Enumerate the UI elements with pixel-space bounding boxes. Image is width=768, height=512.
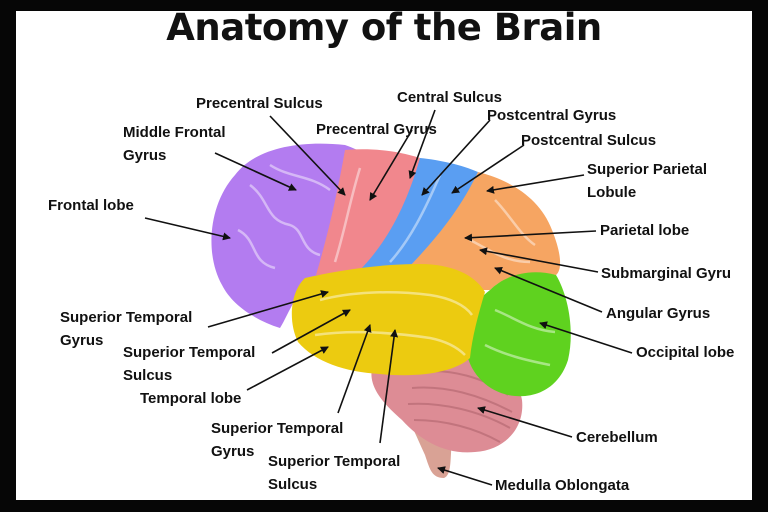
leader-superior-temporal-gyrus-1 bbox=[207, 290, 329, 328]
gyral-folds bbox=[237, 163, 556, 367]
frontal-lobe-region bbox=[211, 143, 378, 328]
leader-precentral-gyrus bbox=[369, 129, 413, 201]
label-superior-parietal-lobule: Superior Parietal Lobule bbox=[587, 161, 708, 201]
leader-central-sulcus bbox=[408, 109, 436, 179]
leader-postcentral-sulcus bbox=[451, 144, 525, 194]
leader-medulla-oblongata bbox=[437, 466, 493, 486]
label-superior-temporal-gyrus-2: Superior Temporal Gyrus bbox=[211, 420, 344, 460]
temporal-lobe-region bbox=[291, 264, 485, 376]
label-parietal-lobe: Parietal lobe bbox=[600, 222, 690, 239]
label-occipital-lobe: Occipital lobe bbox=[636, 344, 735, 361]
label-superior-temporal-gyrus-1: Superior Temporal Gyrus bbox=[60, 309, 193, 349]
label-submarginal-gyrus: Submarginal Gyru bbox=[601, 265, 732, 282]
leader-submarginal-gyrus bbox=[479, 247, 599, 273]
leader-occipital-lobe bbox=[539, 321, 633, 354]
label-temporal-lobe: Temporal lobe bbox=[140, 390, 242, 407]
leader-middle-frontal-gyrus bbox=[214, 152, 297, 191]
leader-superior-temporal-sulcus-1 bbox=[271, 309, 351, 354]
label-superior-temporal-sulcus-2: Superior Temporal Sulcus bbox=[268, 453, 401, 493]
label-cerebellum: Cerebellum bbox=[576, 429, 658, 446]
leader-angular-gyrus bbox=[494, 266, 603, 313]
label-angular-gyrus: Angular Gyrus bbox=[606, 305, 711, 322]
poster-title: Anatomy of the Brain bbox=[166, 6, 602, 49]
label-postcentral-sulcus: Postcentral Sulcus bbox=[521, 132, 657, 149]
label-middle-frontal-gyrus: Middle Frontal Gyrus bbox=[123, 124, 226, 164]
leader-parietal-lobe bbox=[464, 230, 597, 242]
leader-cerebellum bbox=[477, 406, 573, 438]
leader-superior-temporal-gyrus-2 bbox=[337, 324, 372, 414]
label-postcentral-gyrus: Postcentral Gyrus bbox=[487, 107, 617, 124]
leader-temporal-lobe bbox=[246, 346, 329, 391]
precentral-gyrus-region bbox=[316, 149, 420, 275]
leader-lines bbox=[144, 109, 633, 486]
occipital-lobe-region bbox=[465, 272, 571, 397]
label-precentral-gyrus: Precentral Gyrus bbox=[316, 121, 437, 138]
label-medulla-oblongata: Medulla Oblongata bbox=[495, 477, 630, 494]
label-central-sulcus: Central Sulcus bbox=[397, 89, 503, 106]
label-precentral-sulcus: Precentral Sulcus bbox=[196, 95, 323, 112]
leader-precentral-sulcus bbox=[269, 115, 346, 196]
leader-superior-temporal-sulcus-2 bbox=[379, 329, 399, 444]
leader-superior-parietal bbox=[486, 174, 585, 194]
parietal-lobe-region bbox=[408, 172, 561, 290]
leader-postcentral-gyrus bbox=[421, 119, 491, 196]
label-superior-temporal-sulcus-1: Superior Temporal Sulcus bbox=[123, 344, 256, 384]
leader-frontal-lobe bbox=[144, 217, 231, 241]
label-frontal-lobe: Frontal lobe bbox=[48, 197, 134, 214]
postcentral-gyrus-region bbox=[358, 158, 478, 272]
